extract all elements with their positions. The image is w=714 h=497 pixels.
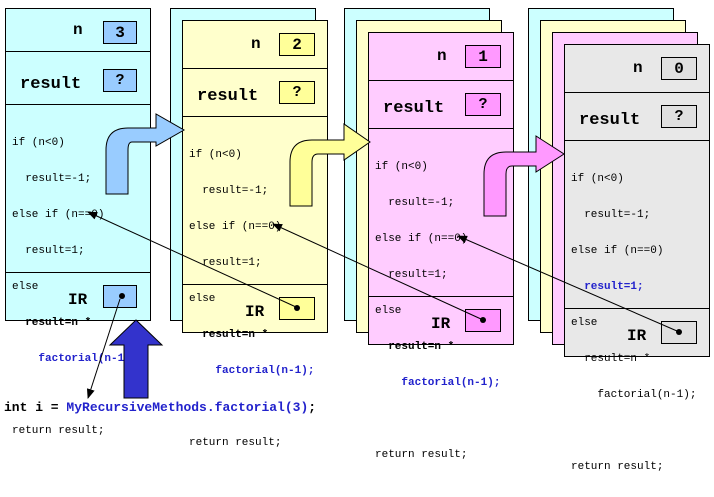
recursive-call-arrow-3 <box>483 135 565 217</box>
n-value-box: 3 <box>103 21 137 44</box>
ir-pointer-dot <box>294 305 300 311</box>
result-value-box: ? <box>279 81 315 104</box>
n-label: n <box>633 59 643 77</box>
result-label: result <box>197 87 259 106</box>
return-pointer-3 <box>457 235 678 332</box>
ir-label: IR <box>431 315 451 333</box>
ir-label: IR <box>245 303 265 321</box>
n-label: n <box>73 21 83 39</box>
ir-pointer-dot <box>480 317 486 323</box>
n-value-box: 0 <box>661 57 697 80</box>
recursive-call-arrow-2 <box>289 123 371 207</box>
recursion-diagram: n 3 result ? if (n<0) result=-1; else if… <box>4 8 710 473</box>
result-value-box: ? <box>661 105 697 128</box>
n-value-box: 2 <box>279 33 315 56</box>
arrows-overlay <box>86 113 678 399</box>
n-label: n <box>437 47 447 65</box>
n-value-box: 1 <box>465 45 501 68</box>
call-statement: int i = MyRecursiveMethods.factorial(3); <box>4 400 317 415</box>
return-pointer-1 <box>87 211 297 308</box>
ir-pointer-dot <box>676 329 682 335</box>
ir-pointer-dot <box>119 293 125 299</box>
result-label: result <box>383 99 445 118</box>
recursive-call-arrow-1 <box>105 113 186 195</box>
return-pointer-2 <box>272 223 482 320</box>
initial-call-arrow <box>108 319 164 399</box>
return-pointer-main <box>86 298 121 399</box>
ir-label: IR <box>627 327 647 345</box>
result-label: result <box>579 111 641 130</box>
n-label: n <box>251 35 261 53</box>
result-label: result <box>20 75 82 94</box>
result-value-box: ? <box>103 69 137 92</box>
ir-label: IR <box>68 291 88 309</box>
stack-frame-n2: n 2 result ? if (n<0) result=-1; else if… <box>182 20 328 449</box>
result-value-box: ? <box>465 93 501 116</box>
